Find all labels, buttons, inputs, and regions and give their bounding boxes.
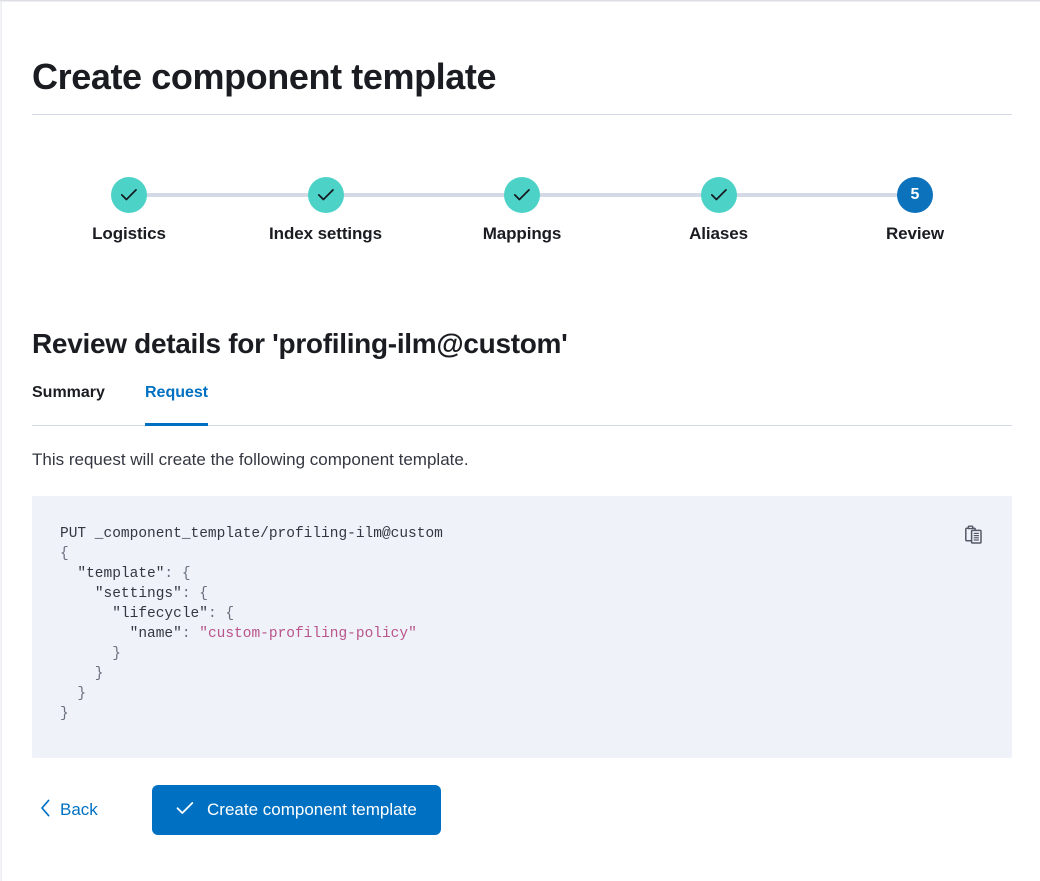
step-connector [342, 193, 505, 197]
wizard-step-mappings[interactable]: Mappings [442, 162, 602, 244]
wizard-step-aliases[interactable]: Aliases [639, 162, 799, 244]
review-tabs: Summary Request [32, 384, 1012, 426]
step-number-badge: 5 [897, 177, 933, 213]
check-icon [111, 177, 147, 213]
step-label: Review [886, 224, 944, 243]
step-label: Aliases [689, 224, 748, 243]
step-connector [735, 193, 898, 197]
review-heading: Review details for 'profiling-ilm@custom… [32, 328, 568, 360]
step-connector [146, 193, 309, 197]
tab-request[interactable]: Request [145, 384, 209, 426]
wizard-step-index-settings[interactable]: Index settings [246, 162, 406, 244]
wizard-step-logistics[interactable]: Logistics [49, 162, 209, 244]
request-code: PUT _component_template/profiling-ilm@cu… [60, 526, 443, 722]
window-left-edge [0, 2, 2, 881]
back-button-label: Back [60, 800, 98, 819]
check-icon [700, 177, 737, 213]
chevron-left-icon [40, 799, 51, 822]
copy-clipboard-icon[interactable] [961, 522, 987, 548]
check-icon [307, 177, 344, 213]
step-connector [539, 193, 702, 197]
check-icon [176, 800, 194, 820]
create-component-template-button[interactable]: Create component template [152, 785, 441, 835]
step-label: Logistics [92, 224, 166, 243]
back-button[interactable]: Back [40, 793, 98, 827]
tabs-underline [32, 425, 1012, 426]
page-title: Create component template [32, 56, 497, 98]
step-label: Mappings [482, 224, 562, 243]
title-divider [32, 114, 1012, 115]
wizard-footer: Back Create component template [32, 785, 1012, 835]
window-top-edge [0, 0, 1040, 2]
tab-summary[interactable]: Summary [32, 384, 105, 401]
request-description: This request will create the following c… [32, 450, 469, 469]
create-component-template-label: Create component template [207, 800, 417, 819]
check-icon [504, 177, 540, 213]
step-label: Index settings [269, 224, 382, 243]
request-code-panel: PUT _component_template/profiling-ilm@cu… [32, 496, 1012, 758]
